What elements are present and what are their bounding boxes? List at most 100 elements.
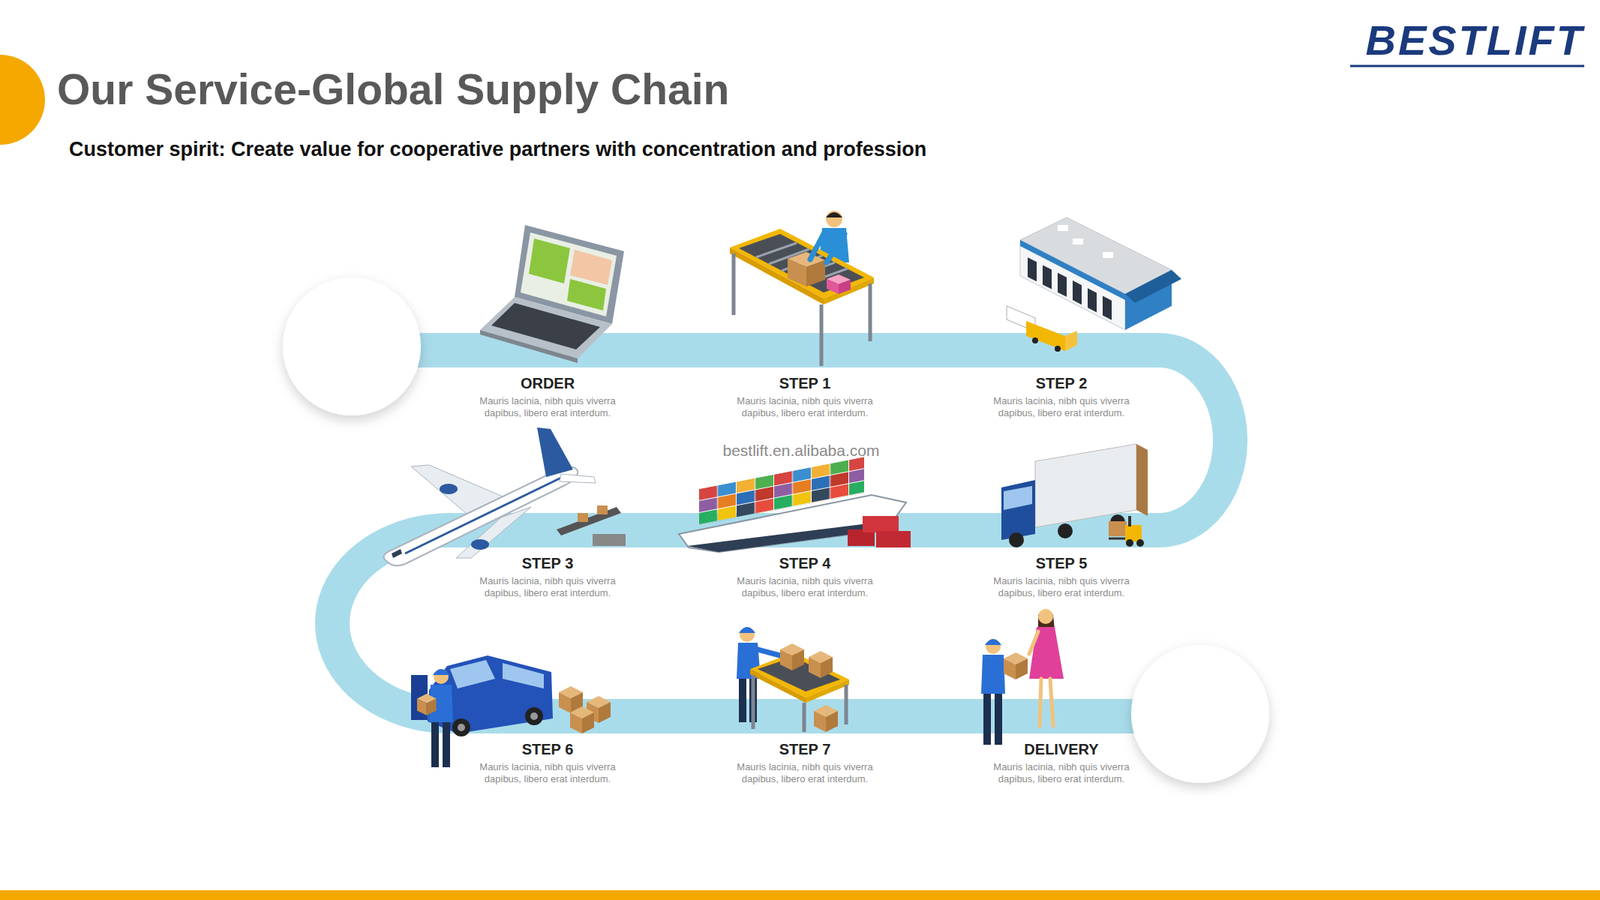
warehouse-illustration [1057,225,1069,232]
container-ship-illustration [678,456,911,553]
delivery-van-illustration [530,712,538,721]
packing-station-illustration [826,279,839,295]
packing-station-illustration [806,260,826,287]
step-description: Mauris lacinia, nibh quis viverra dapibu… [975,575,1148,600]
step-heading: STEP 6 [461,740,634,759]
laptop-illustration [528,238,571,284]
packing-station-illustration [729,210,874,367]
watermark: bestlift.en.alibaba.com [660,441,943,461]
flow-band [645,333,708,368]
truck-illustration [1125,539,1134,547]
delivery-van-illustration [570,706,595,734]
airplane-illustration [597,505,608,515]
handover-illustration [985,639,1001,655]
step-description: Mauris lacinia, nibh quis viverra dapibu… [718,761,892,786]
airplane-illustration [537,427,574,478]
sorting-station-illustration [750,669,806,703]
truck-illustration [1008,532,1024,548]
step-heading: STEP 2 [975,374,1148,393]
handover-illustration [1038,609,1055,631]
handover-illustration [994,693,1003,745]
flow-band [1158,350,1231,531]
step-heading: STEP 1 [718,374,892,393]
packing-station-illustration [819,304,824,367]
step-heading: STEP 4 [718,554,892,573]
handover-illustration [1038,609,1054,625]
airplane-illustration [384,466,579,566]
delivery-van-illustration [442,722,451,768]
container-ship-illustration [687,520,893,553]
laptop-illustration [480,225,625,364]
warehouse-illustration [1102,296,1112,321]
sorting-station-illustration [753,675,847,733]
bottom-bar [0,890,1600,900]
laptop-illustration [480,330,578,364]
page-title: Our Service-Global Supply Chain [57,64,730,115]
warehouse-illustration [1072,238,1084,245]
airplane-illustration [592,534,626,547]
packing-station-illustration [868,283,873,342]
subtitle: Customer spirit: Create value for cooper… [69,136,927,163]
truck-illustration [1125,525,1142,542]
warehouse-illustration [1087,288,1097,313]
packing-station-illustration [838,279,851,295]
container-ship-illustration [876,531,911,548]
warehouse-illustration [1057,273,1067,298]
laptop-illustration [480,297,613,359]
flow-band-segment [706,699,904,734]
warehouse-illustration [1102,252,1114,259]
step-description: Mauris lacinia, nibh quis viverra dapibu… [718,575,892,600]
flow-band [645,699,708,734]
warehouse-illustration [1054,345,1061,352]
warehouse-illustration [1027,257,1037,282]
step-node: STEP 4 Mauris lacinia, nibh quis viverra … [707,387,903,600]
step-node: STEP 3Mauris lacinia, nibh quis viverra … [450,387,646,600]
handover-illustration [981,654,1006,694]
flow-band-segment [963,699,1160,734]
handover-illustration [1029,631,1039,655]
delivery-van-illustration [502,663,544,689]
step-node: ORDER Mauris lacinia, nibh quis viverra d… [450,207,646,420]
step-description: Mauris lacinia, nibh quis viverra dapibu… [461,395,634,420]
sorting-station-illustration [802,702,807,733]
container-ship-illustration [699,456,865,526]
step-node: DELIVERY Mauris lacinia, nibh quis viverr… [963,573,1159,786]
warehouse-illustration [1027,257,1112,321]
warehouse-illustration [1042,264,1052,289]
warehouse-illustration [1032,337,1039,344]
step-description: Mauris lacinia, nibh quis viverra dapibu… [975,761,1148,786]
truck-illustration [1001,444,1148,548]
truck-illustration [1108,537,1126,541]
flow-band [902,333,964,368]
delivery-van-illustration [431,722,439,768]
logo-underline [1350,65,1585,68]
packing-station-illustration [787,258,807,287]
warehouse-illustration [1065,330,1078,352]
sorting-station-illustration [844,684,849,725]
flow-band [902,513,964,548]
step-description: Mauris lacinia, nibh quis viverra dapibu… [461,761,634,786]
corner-accent [0,54,46,145]
container-ship-illustration [699,456,865,526]
sorting-station-illustration [757,649,781,656]
sorting-station-illustration [738,678,747,723]
truck-illustration [1128,516,1132,527]
info-circle [282,277,421,416]
delivery-van-illustration [450,660,496,689]
step-heading: DELIVERY [975,740,1148,759]
delivery-van-illustration [457,723,466,732]
airplane-illustration [556,507,622,536]
airplane-illustration [456,507,532,559]
warehouse-illustration [1072,280,1082,305]
truck-illustration [1035,444,1137,528]
packing-station-illustration [825,212,843,218]
step-heading: ORDER [461,374,634,393]
handover-illustration [1003,652,1028,680]
warehouse-illustration [1006,217,1182,352]
delivery-van-illustration [433,669,449,685]
handover-illustration [1029,631,1054,727]
info-circle [1131,645,1270,784]
laptop-illustration [570,249,613,286]
warehouse-illustration [1026,321,1066,352]
